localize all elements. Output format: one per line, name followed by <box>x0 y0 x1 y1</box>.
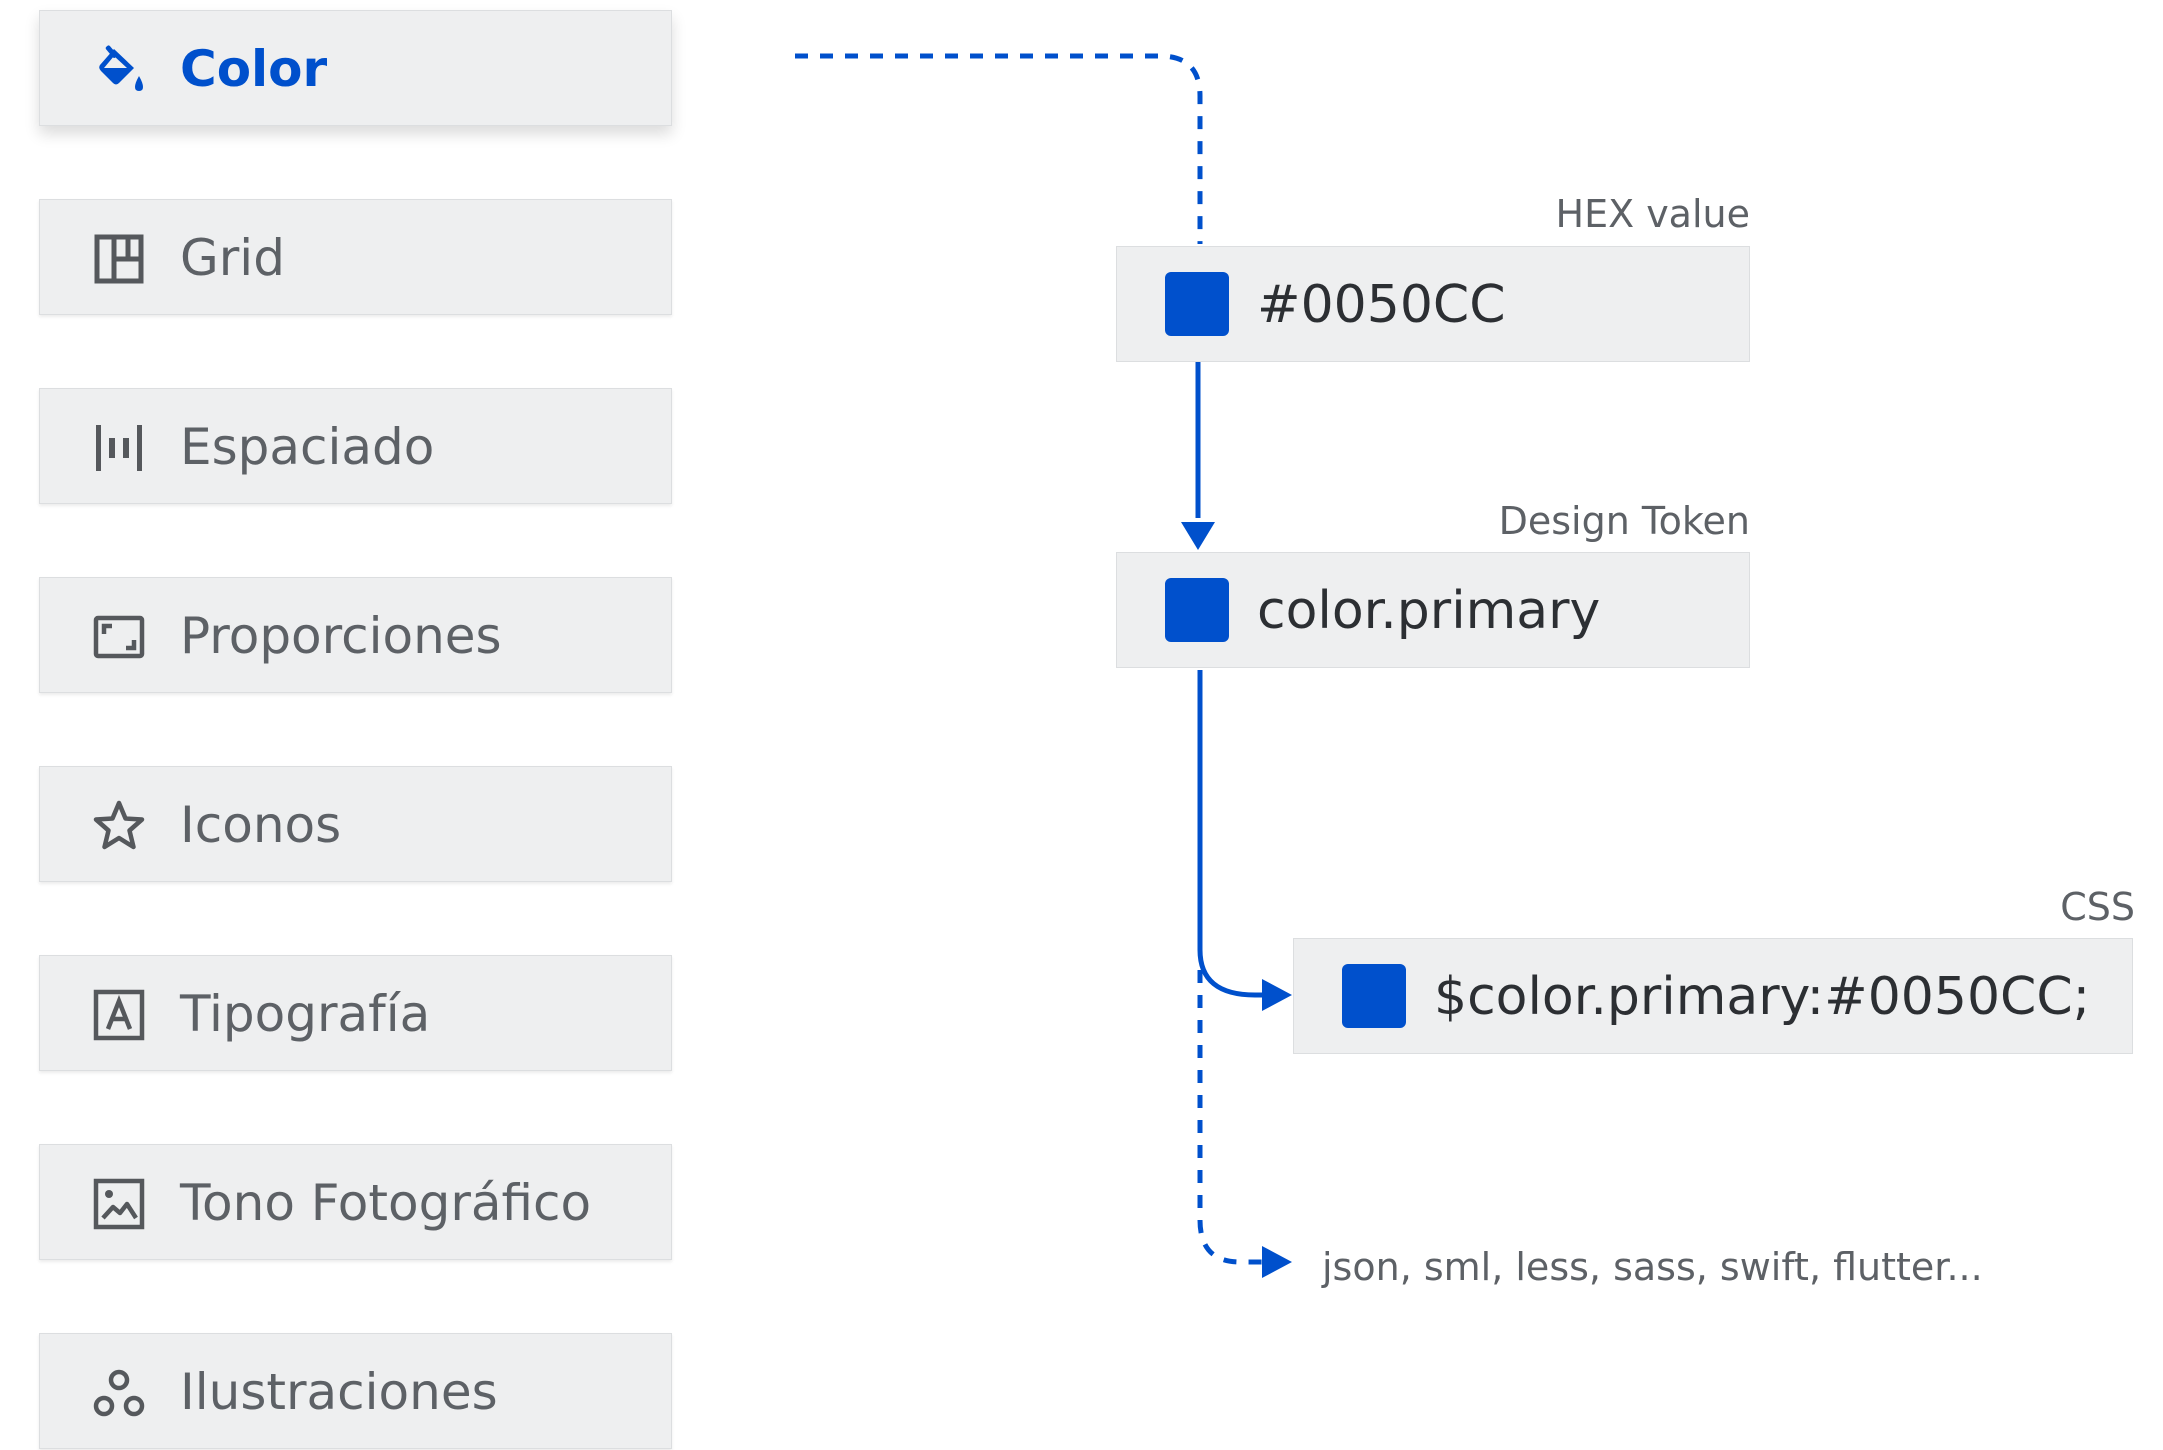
star-icon <box>92 799 146 853</box>
css-box: $color.primary:#0050CC; <box>1293 938 2133 1054</box>
menu-item-label: Grid <box>180 229 285 287</box>
menu-item-color[interactable]: Color <box>39 10 672 126</box>
menu-item-label: Color <box>180 40 328 98</box>
hex-value-text: #0050CC <box>1257 275 1506 335</box>
image-icon <box>92 1177 146 1231</box>
menu-item-proporciones[interactable]: Proporciones <box>39 577 672 693</box>
connector-to-formats <box>1197 970 1262 1265</box>
design-token-label: Design Token <box>1498 499 1750 543</box>
menu-item-espaciado[interactable]: Espaciado <box>39 388 672 504</box>
menu-item-label: Iconos <box>180 796 342 854</box>
menu-item-tono-fotografico[interactable]: Tono Fotográfico <box>39 1144 672 1260</box>
hex-value-box: #0050CC <box>1116 246 1750 362</box>
arrow-token-to-css <box>1197 670 1265 998</box>
paint-bucket-icon <box>92 43 146 97</box>
grid-layout-icon <box>92 232 146 286</box>
spacing-icon <box>92 421 146 475</box>
typography-icon <box>92 988 146 1042</box>
design-token-box: color.primary <box>1116 552 1750 668</box>
color-swatch <box>1165 272 1229 336</box>
connector-color-to-hex <box>795 53 1203 244</box>
arrowhead-css <box>1262 979 1292 1011</box>
menu-item-label: Espaciado <box>180 418 435 476</box>
menu-item-label: Tono Fotográfico <box>180 1174 592 1232</box>
color-swatch <box>1165 578 1229 642</box>
arrowhead-formats <box>1262 1246 1292 1278</box>
hex-value-label: HEX value <box>1555 192 1751 236</box>
css-label: CSS <box>2060 885 2135 929</box>
export-formats-text: json, sml, less, sass, swift, flutter... <box>1322 1245 1983 1289</box>
menu-item-label: Ilustraciones <box>180 1363 498 1421</box>
css-text: $color.primary:#0050CC; <box>1434 967 2091 1027</box>
menu-item-iconos[interactable]: Iconos <box>39 766 672 882</box>
arrowhead-token <box>1181 522 1215 550</box>
design-token-text: color.primary <box>1257 581 1601 641</box>
color-swatch <box>1342 964 1406 1028</box>
menu-item-label: Tipografía <box>180 985 431 1043</box>
menu-item-ilustraciones[interactable]: Ilustraciones <box>39 1333 672 1449</box>
menu-item-tipografia[interactable]: Tipografía <box>39 955 672 1071</box>
illustration-icon <box>92 1366 146 1420</box>
aspect-ratio-icon <box>92 610 146 664</box>
menu-item-label: Proporciones <box>180 607 502 665</box>
menu-item-grid[interactable]: Grid <box>39 199 672 315</box>
